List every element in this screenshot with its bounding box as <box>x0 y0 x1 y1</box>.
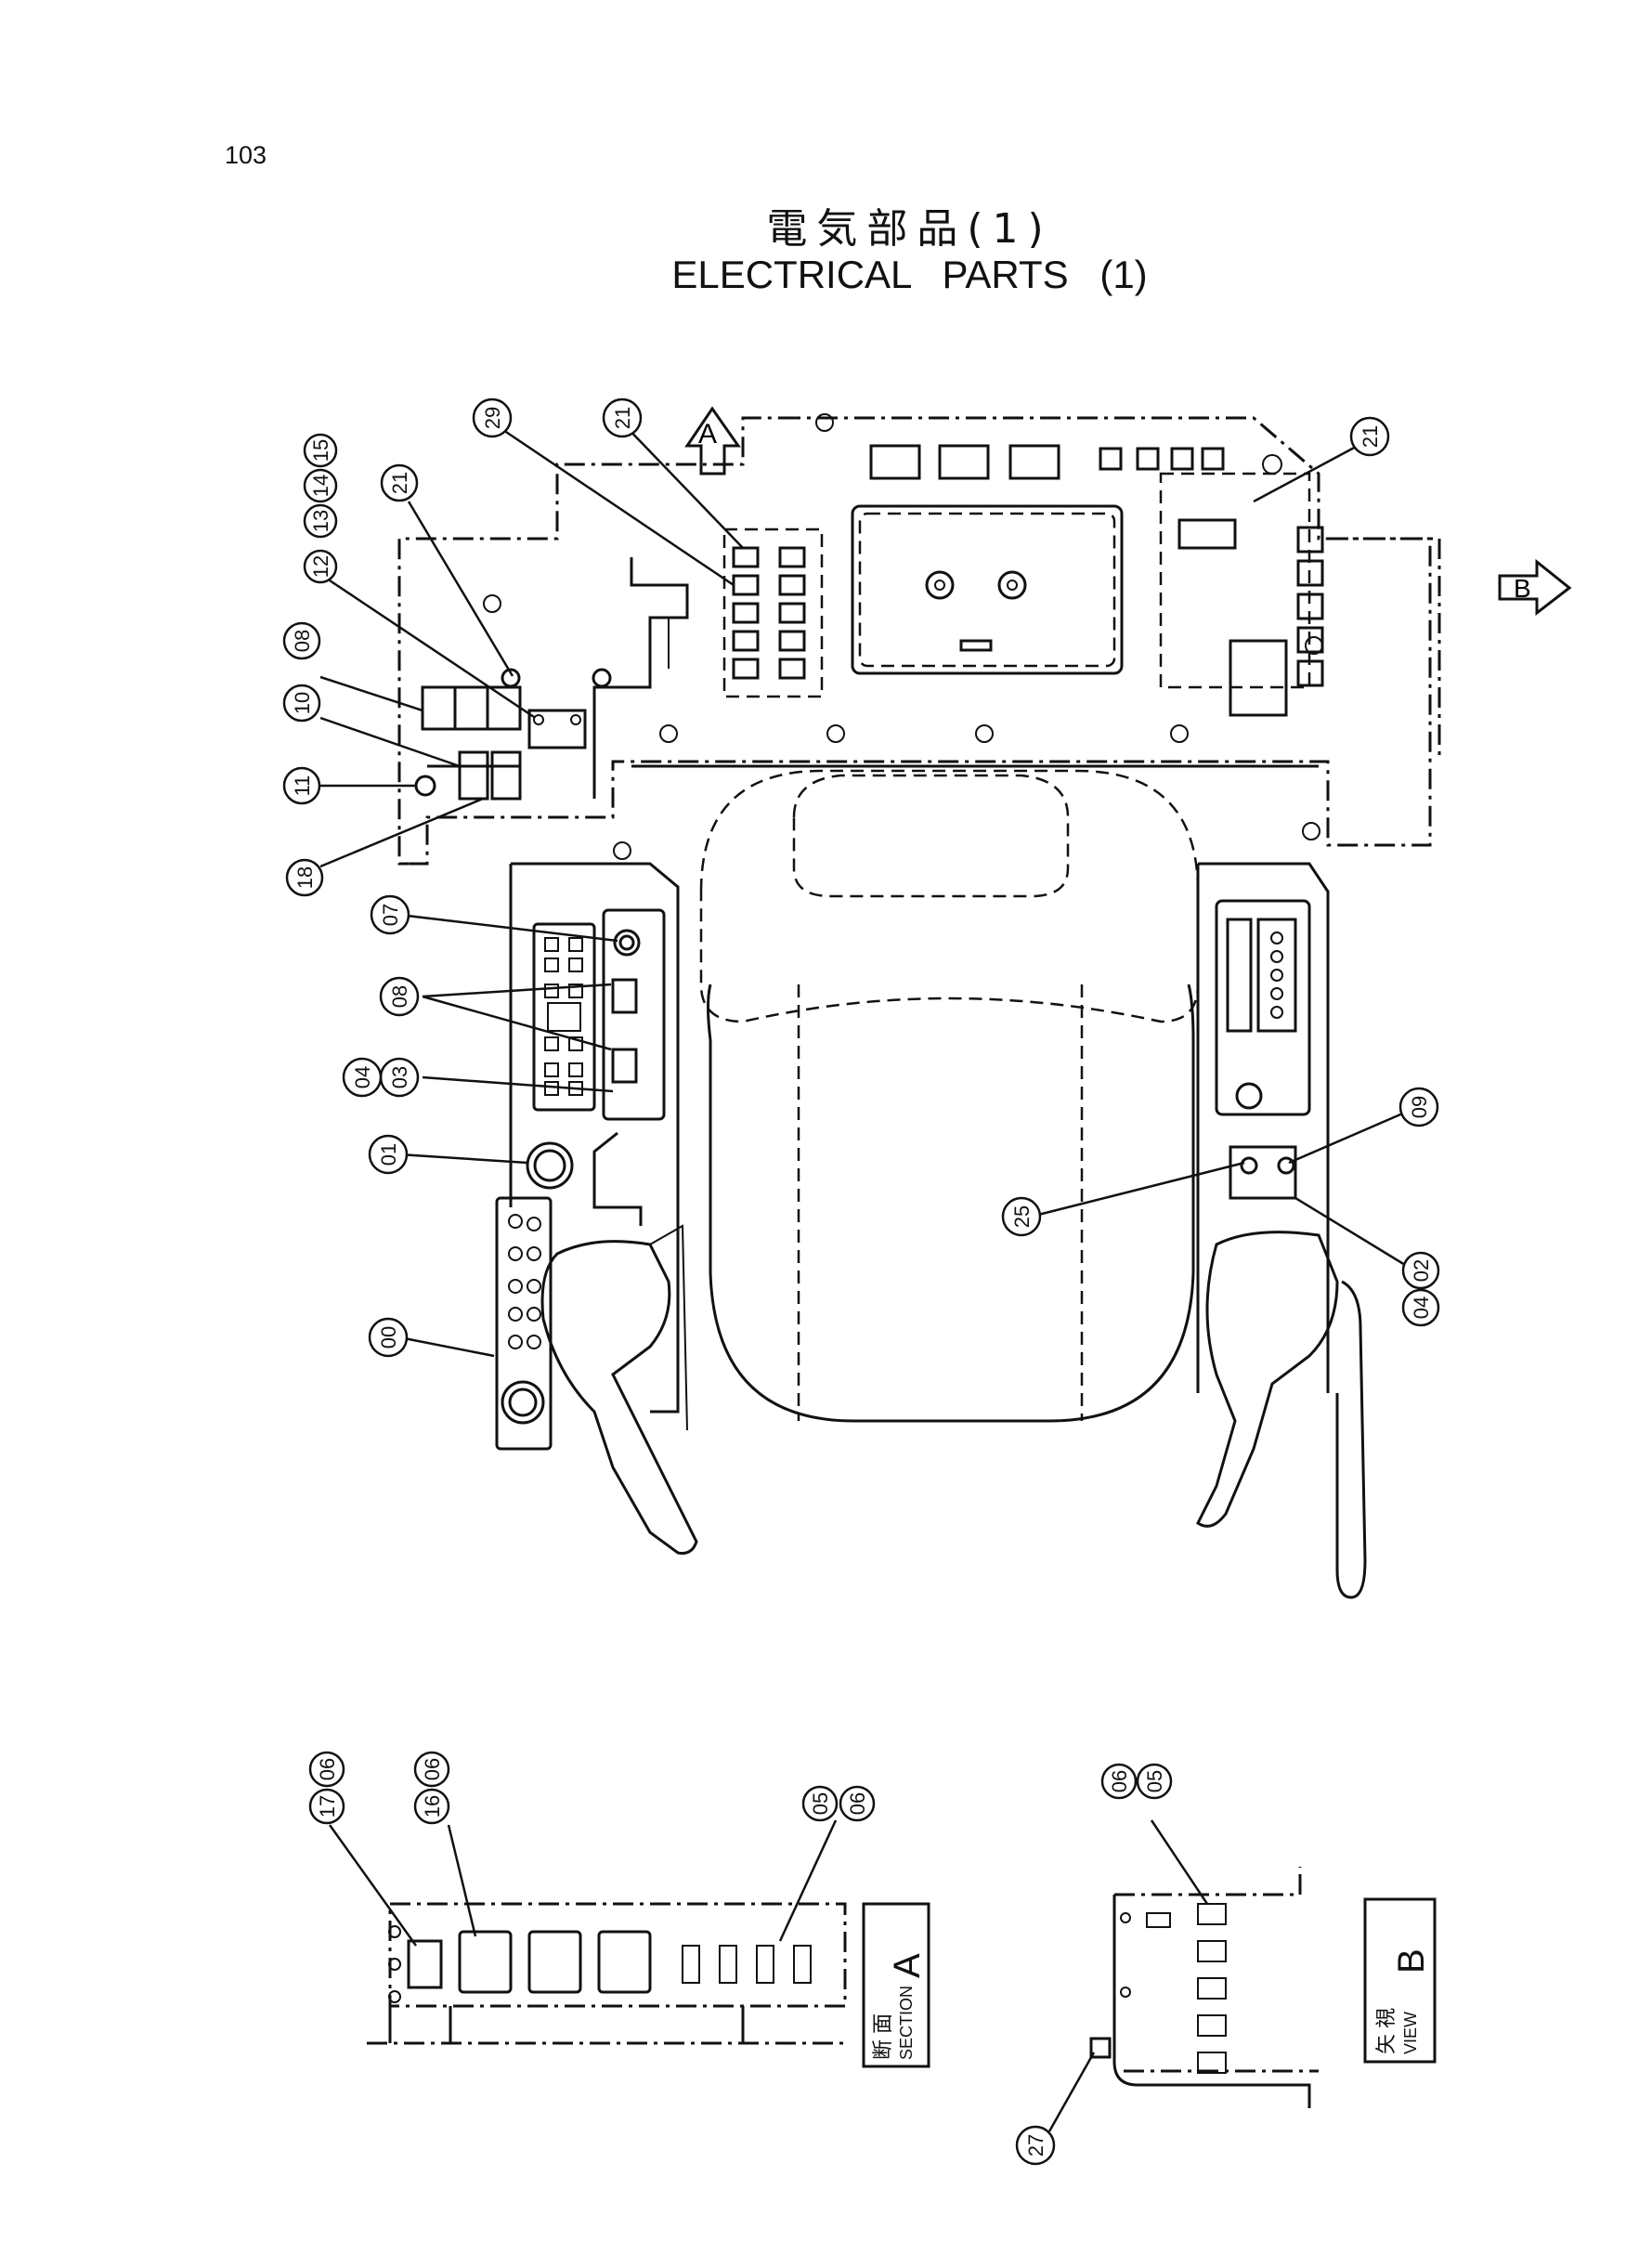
section-a-detail <box>367 1902 850 2045</box>
callout-16: 16 <box>413 1788 450 1825</box>
title-english: ELECTRICAL PARTS (1) <box>671 253 1148 296</box>
callout-09: 09 <box>1398 1087 1439 1127</box>
svg-text:25: 25 <box>1010 1205 1034 1228</box>
svg-text:15: 15 <box>309 439 332 462</box>
svg-text:13: 13 <box>309 510 332 532</box>
callout-05-a: 05 <box>801 1785 839 1822</box>
right-console <box>1196 862 1367 1599</box>
view-arrow-b-letter: B <box>1514 574 1531 603</box>
callout-21-a: 21 <box>380 463 419 502</box>
view-arrow-b: B <box>1498 558 1572 617</box>
callout-02: 02 <box>1401 1251 1440 1290</box>
callout-21-c: 21 <box>1349 416 1390 457</box>
svg-text:06: 06 <box>421 1758 444 1780</box>
svg-text:02: 02 <box>1410 1259 1433 1282</box>
view-b-label-box: 矢 視 VIEW B <box>1363 1897 1437 2064</box>
callout-06-c: 06 <box>839 1785 876 1822</box>
title-japanese: 電気部品(1) <box>766 205 1053 253</box>
svg-text:08: 08 <box>291 630 314 652</box>
view-arrow-a: A <box>684 406 741 476</box>
callout-21-b: 21 <box>602 397 643 438</box>
operator-seat <box>699 769 1200 1423</box>
page-number: 103 <box>225 141 267 169</box>
relay-board-right <box>1159 472 1441 762</box>
callout-04-b: 04 <box>1401 1288 1440 1327</box>
callout-15: 15 <box>303 433 338 468</box>
callout-29: 29 <box>472 397 513 438</box>
svg-text:06: 06 <box>316 1758 339 1780</box>
svg-text:16: 16 <box>421 1795 444 1818</box>
svg-text:18: 18 <box>293 866 317 889</box>
callout-25: 25 <box>1001 1196 1042 1237</box>
section-a-en: SECTION <box>897 1986 916 2060</box>
view-b-jp: 矢 視 <box>1374 2008 1398 2054</box>
callout-12: 12 <box>303 549 338 584</box>
view-b-letter: B <box>1391 1948 1432 1974</box>
callout-11: 11 <box>282 766 321 805</box>
svg-text:06: 06 <box>1108 1770 1131 1792</box>
svg-text:07: 07 <box>379 904 402 926</box>
callout-07: 07 <box>370 894 410 935</box>
svg-text:14: 14 <box>309 475 332 497</box>
svg-text:08: 08 <box>388 985 411 1008</box>
svg-text:10: 10 <box>291 692 314 714</box>
callout-group: 15 14 13 12 08 10 11 18 21 29 21 21 07 0… <box>282 397 1440 2166</box>
view-b-detail <box>1089 1867 1319 2108</box>
svg-text:29: 29 <box>481 407 504 429</box>
callout-06-d: 06 <box>1100 1763 1138 1800</box>
leader-lines <box>319 421 1411 2132</box>
view-arrow-a-letter: A <box>698 419 717 449</box>
callout-27: 27 <box>1015 2125 1056 2166</box>
fuse-box <box>722 528 824 698</box>
svg-text:05: 05 <box>1143 1770 1166 1792</box>
section-a-jp: 断 面 <box>871 2013 894 2060</box>
callout-05-b: 05 <box>1136 1763 1173 1800</box>
callout-06-b: 06 <box>413 1751 450 1788</box>
svg-text:04: 04 <box>351 1066 374 1088</box>
view-b-en: VIEW <box>1401 2012 1420 2054</box>
svg-text:27: 27 <box>1024 2134 1047 2156</box>
callout-01: 01 <box>368 1134 409 1175</box>
callout-04-a: 04 <box>342 1057 383 1098</box>
svg-text:12: 12 <box>309 555 332 578</box>
section-a-letter: A <box>887 1953 928 1978</box>
callout-08-b: 08 <box>379 976 420 1017</box>
svg-text:21: 21 <box>611 407 634 429</box>
svg-text:01: 01 <box>377 1143 400 1166</box>
svg-text:06: 06 <box>846 1792 869 1815</box>
svg-text:05: 05 <box>809 1792 832 1815</box>
callout-00: 00 <box>368 1317 409 1358</box>
callout-08-a: 08 <box>282 621 321 660</box>
left-switch-panel <box>414 668 612 801</box>
section-a-label-box: 断 面 SECTION A <box>862 1902 930 2068</box>
controller-unit <box>851 444 1225 675</box>
svg-text:17: 17 <box>316 1795 339 1818</box>
svg-text:21: 21 <box>1359 425 1382 448</box>
cab-floor-outline <box>397 413 1432 866</box>
callout-18: 18 <box>285 858 324 897</box>
svg-text:04: 04 <box>1410 1296 1433 1319</box>
callout-17: 17 <box>308 1788 345 1825</box>
callout-10: 10 <box>282 684 321 723</box>
svg-text:09: 09 <box>1408 1096 1431 1118</box>
svg-text:11: 11 <box>291 775 314 797</box>
callout-14: 14 <box>303 468 338 503</box>
svg-text:00: 00 <box>377 1326 400 1348</box>
callout-03: 03 <box>379 1057 420 1098</box>
svg-text:21: 21 <box>388 472 411 494</box>
callout-13: 13 <box>303 503 338 539</box>
left-console <box>495 862 698 1555</box>
callout-06-a: 06 <box>308 1751 345 1788</box>
svg-text:03: 03 <box>388 1066 411 1088</box>
